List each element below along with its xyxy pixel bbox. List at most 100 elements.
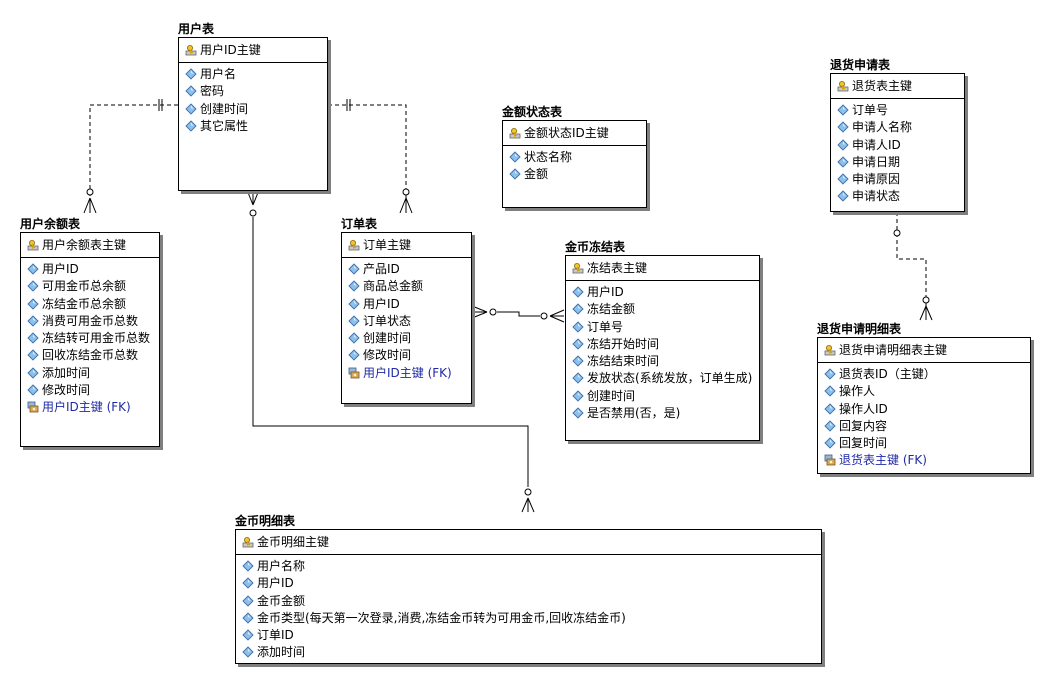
diamond-icon xyxy=(27,367,39,379)
attribute-row[interactable]: 订单ID xyxy=(242,627,821,644)
attribute-row[interactable]: 用户ID xyxy=(242,575,821,592)
attribute-row[interactable]: 订单状态 xyxy=(348,313,471,330)
attribute-row[interactable]: 订单号 xyxy=(572,319,759,336)
diamond-icon xyxy=(242,594,254,607)
attribute-row[interactable]: 创建时间 xyxy=(185,101,327,118)
primary-key-label: 冻结表主键 xyxy=(587,261,648,275)
diamond-icon xyxy=(27,349,39,362)
attribute-row[interactable]: 用户ID xyxy=(348,296,471,313)
primary-key-row[interactable]: 冻结表主键 xyxy=(566,256,759,281)
attribute-row[interactable]: 其它属性 xyxy=(185,118,327,135)
attribute-label: 金币类型(每天第一次登录,消费,冻结金币转为可用金币,回收冻结金币) xyxy=(257,610,626,625)
attribute-label: 申请人名称 xyxy=(852,120,913,135)
rel-order-freeze xyxy=(497,311,540,317)
primary-key-row[interactable]: 金额状态ID主键 xyxy=(503,121,646,146)
attribute-row[interactable]: 申请人ID xyxy=(837,137,964,154)
attribute-row[interactable]: 金币类型(每天第一次登录,消费,冻结金币转为可用金币,回收冻结金币) xyxy=(242,610,821,627)
attribute-row[interactable]: 是否禁用(否，是) xyxy=(572,405,759,422)
rel-refund-detail xyxy=(896,212,927,314)
attribute-label: 用户ID xyxy=(42,262,79,276)
attribute-row[interactable]: 冻结转可用金币总数 xyxy=(27,330,159,347)
foreign-key-icon xyxy=(348,367,360,379)
key-icon xyxy=(572,262,584,274)
attribute-row[interactable]: 申请状态 xyxy=(837,188,964,205)
diamond-icon xyxy=(27,297,39,310)
primary-key-row[interactable]: 退货表主键 xyxy=(831,74,964,99)
attribute-row[interactable]: 修改时间 xyxy=(27,382,159,399)
attribute-row[interactable]: 用户ID xyxy=(572,284,759,301)
attribute-row[interactable]: 冻结金币总余额 xyxy=(27,296,159,313)
attribute-row[interactable]: 添加时间 xyxy=(27,365,159,382)
attribute-row[interactable]: 回复时间 xyxy=(824,435,1030,452)
attribute-row[interactable]: 退货表ID（主键） xyxy=(824,366,1030,383)
attribute-row[interactable]: 创建时间 xyxy=(572,388,759,405)
attribute-row[interactable]: 申请日期 xyxy=(837,154,964,171)
key-icon xyxy=(509,127,521,139)
attribute-row[interactable]: 金额 xyxy=(509,166,646,183)
attribute-row[interactable]: 申请人名称 xyxy=(837,119,964,136)
diamond-icon xyxy=(242,629,254,641)
attribute-label: 添加时间 xyxy=(257,645,306,660)
attribute-label: 状态名称 xyxy=(524,150,573,164)
diamond-icon xyxy=(837,173,849,185)
attribute-row[interactable]: 用户ID xyxy=(27,261,159,278)
attribute-label: 商品总金额 xyxy=(363,279,424,294)
attribute-row[interactable]: 创建时间 xyxy=(348,330,471,347)
attribute-label: 用户名 xyxy=(200,67,237,81)
attribute-label: 创建时间 xyxy=(587,388,636,403)
attribute-row[interactable]: 产品ID xyxy=(348,261,471,278)
attribute-label: 申请原因 xyxy=(852,172,901,187)
attribute-row[interactable]: 操作人ID xyxy=(824,401,1030,418)
foreign-key-label: 用户ID主键 (FK) xyxy=(42,400,131,415)
attribute-label: 申请状态 xyxy=(852,189,901,204)
attribute-row[interactable]: 商品总金额 xyxy=(348,278,471,295)
foreign-key-row[interactable]: 用户ID主键 (FK) xyxy=(27,399,159,416)
attribute-label: 修改时间 xyxy=(42,383,91,398)
entity-amount-status[interactable]: 金额状态表 金额状态ID主键 状态名称金额 xyxy=(502,105,647,208)
foreign-key-row[interactable]: 退货表主键 (FK) xyxy=(824,452,1030,469)
attribute-row[interactable]: 发放状态(系统发放，订单生成) xyxy=(572,370,759,387)
attribute-row[interactable]: 用户名称 xyxy=(242,558,821,575)
attribute-row[interactable]: 操作人 xyxy=(824,383,1030,400)
attribute-row[interactable]: 冻结开始时间 xyxy=(572,336,759,353)
attribute-row[interactable]: 金币金额 xyxy=(242,593,821,610)
attribute-row[interactable]: 冻结结束时间 xyxy=(572,353,759,370)
attribute-label: 创建时间 xyxy=(200,101,249,116)
attribute-row[interactable]: 回收冻结金币总数 xyxy=(27,347,159,364)
attribute-row[interactable]: 消费可用金币总数 xyxy=(27,313,159,330)
primary-key-label: 金币明细主键 xyxy=(257,535,330,549)
attribute-row[interactable]: 冻结金额 xyxy=(572,301,759,318)
attribute-row[interactable]: 密码 xyxy=(185,83,327,100)
attribute-row[interactable]: 订单号 xyxy=(837,102,964,119)
primary-key-row[interactable]: 订单主键 xyxy=(342,233,471,258)
attribute-label: 是否禁用(否，是) xyxy=(587,406,681,421)
attribute-label: 修改时间 xyxy=(363,348,412,363)
diamond-icon xyxy=(572,320,584,333)
attribute-row[interactable]: 回复内容 xyxy=(824,418,1030,435)
attribute-row[interactable]: 可用金币总余额 xyxy=(27,278,159,295)
primary-key-row[interactable]: 用户余额表主键 xyxy=(21,233,159,258)
attribute-row[interactable]: 申请原因 xyxy=(837,171,964,188)
attribute-label: 金额 xyxy=(524,167,549,182)
entity-user[interactable]: 用户表 用户ID主键 用户名密码创建时间其它属性 xyxy=(178,22,328,191)
diamond-icon xyxy=(837,138,849,151)
key-icon xyxy=(824,344,836,356)
attribute-row[interactable]: 状态名称 xyxy=(509,149,646,166)
primary-key-row[interactable]: 金币明细主键 xyxy=(236,530,821,555)
attribute-row[interactable]: 添加时间 xyxy=(242,644,821,661)
key-icon xyxy=(837,80,849,92)
attribute-row[interactable]: 修改时间 xyxy=(348,347,471,364)
diamond-icon xyxy=(348,280,360,292)
foreign-key-row[interactable]: 用户ID主键 (FK) xyxy=(348,365,471,382)
attribute-row[interactable]: 用户名 xyxy=(185,66,327,83)
primary-key-row[interactable]: 退货申请明细表主键 xyxy=(818,338,1030,363)
attribute-label: 操作人 xyxy=(839,384,876,399)
primary-key-row[interactable]: 用户ID主键 xyxy=(179,38,327,63)
